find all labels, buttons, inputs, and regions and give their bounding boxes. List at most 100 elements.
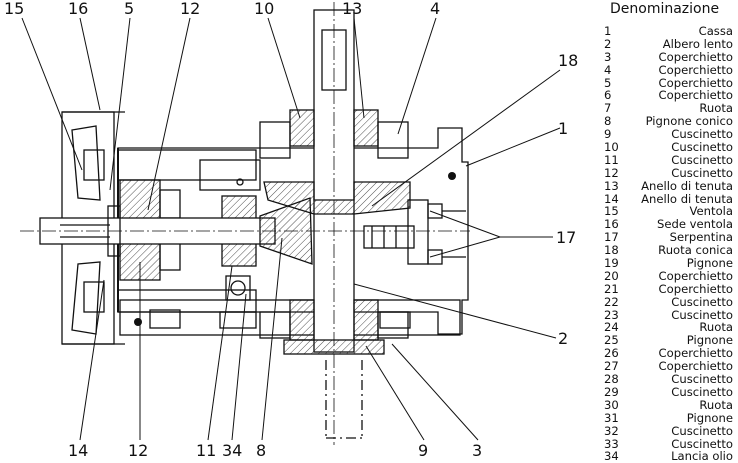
callout-15: 15 — [4, 0, 24, 18]
top-bearing-13 — [353, 109, 379, 147]
fan-blade-top — [71, 125, 101, 201]
callout-4: 4 — [430, 0, 440, 18]
legend-item-number: 12 — [604, 165, 619, 180]
legend-item: 2 Albero lento — [600, 36, 738, 51]
legend-item-name: Coperchietto — [658, 49, 733, 64]
legend-item-name: Cassa — [698, 24, 733, 38]
legend-item-name: Coperchietto — [658, 281, 733, 296]
callout-16: 16 — [68, 0, 88, 18]
legend-item-name: Serpentina — [669, 230, 733, 245]
callout-14: 14 — [68, 441, 88, 459]
legend-item-name: Ruota — [699, 320, 733, 335]
coil-flange — [407, 199, 429, 265]
legend-item: 4 Coperchietto — [600, 62, 738, 77]
legend-item-name: Coperchietto — [658, 359, 733, 374]
legend-item-number: 26 — [604, 346, 619, 361]
legend-item-name: Albero lento — [662, 36, 733, 51]
callout-1: 1 — [558, 119, 568, 138]
legend-item-name: Cuscinetto — [671, 294, 733, 309]
legend-item-name: Pignone — [686, 333, 733, 348]
legend-item: 25 Pignone — [600, 334, 738, 347]
legend-item-number: 18 — [604, 243, 619, 258]
legend-item-name: Anello di tenuta — [641, 191, 733, 206]
legend-item-number: 19 — [604, 256, 619, 271]
legend-item-name: Cuscinetto — [671, 140, 733, 155]
callout-8: 8 — [256, 441, 266, 459]
fan-blade-bottom — [71, 261, 101, 335]
legend-item-number: 13 — [604, 178, 619, 193]
callout-9: 9 — [418, 441, 428, 459]
legend-item: 9 Cuscinetto — [600, 128, 738, 141]
legend-item: 23 Cuscinetto — [600, 307, 738, 322]
callout-5: 5 — [124, 0, 134, 18]
legend-item-number: 9 — [604, 127, 612, 142]
legend-item: 24 Ruota — [600, 321, 738, 334]
legend-item-name: Pignone conico — [645, 114, 733, 129]
bottom-bearing-9 — [289, 299, 315, 341]
legend-item-number: 5 — [604, 75, 612, 90]
oil-lance — [225, 275, 251, 301]
legend-item-name: Coperchietto — [658, 88, 733, 103]
legend-item: 8 Pignone conico — [600, 115, 738, 128]
legend-item-number: 2 — [604, 36, 612, 51]
legend-item-name: Pignone — [686, 410, 733, 425]
callout-34: 34 — [222, 441, 242, 459]
legend-item-number: 1 — [604, 24, 612, 38]
housing-outline — [117, 127, 469, 335]
legend-item-number: 27 — [604, 359, 619, 374]
legend-item-number: 24 — [604, 320, 619, 335]
legend-item: 19 Pignone — [600, 257, 738, 270]
legend-item-number: 34 — [604, 449, 619, 463]
legend-item-name: Coperchietto — [658, 346, 733, 361]
callout-12-top: 12 — [180, 0, 200, 18]
legend-item-number: 8 — [604, 114, 612, 129]
legend-item-number: 10 — [604, 140, 619, 155]
callout-12-bottom: 12 — [128, 441, 148, 459]
legend-item: 12 Cuscinetto — [600, 165, 738, 180]
legend-item: 26 Coperchietto — [600, 347, 738, 360]
legend-item-name: Cuscinetto — [671, 152, 733, 167]
legend-item-number: 7 — [604, 101, 612, 116]
callout-18: 18 — [558, 51, 578, 70]
legend-item-number: 32 — [604, 423, 619, 438]
legend-item-name: Cuscinetto — [671, 165, 733, 180]
legend-item-name: Cuscinetto — [671, 436, 733, 451]
legend-item-number: 22 — [604, 294, 619, 309]
legend-item-number: 25 — [604, 333, 619, 348]
legend-item-name: Cuscinetto — [671, 384, 733, 399]
legend-item-name: Pignone — [686, 256, 733, 271]
callout-11: 11 — [196, 441, 216, 459]
legend-item-name: Anello di tenuta — [641, 178, 733, 193]
callout-10: 10 — [254, 0, 274, 18]
legend-item: 27 Coperchietto — [600, 360, 738, 373]
callout-13: 13 — [342, 0, 362, 18]
legend-item-number: 31 — [604, 410, 619, 425]
legend-item-number: 6 — [604, 88, 612, 103]
legend-title: Denominazione — [610, 1, 720, 17]
legend-item-number: 28 — [604, 372, 619, 387]
legend-item: 6 Coperchietto — [600, 89, 738, 102]
legend-item-name: Coperchietto — [658, 62, 733, 77]
legend-item-number: 4 — [604, 62, 612, 77]
legend-item: 1 Cassa — [600, 25, 738, 38]
legend-item-number: 21 — [604, 281, 619, 296]
top-bearing-10 — [289, 109, 315, 147]
legend-item-name: Cuscinetto — [671, 127, 733, 142]
legend-item-number: 3 — [604, 49, 612, 64]
legend-item-name: Cuscinetto — [671, 307, 733, 322]
legend-item-number: 23 — [604, 307, 619, 322]
legend-item-number: 33 — [604, 436, 619, 451]
